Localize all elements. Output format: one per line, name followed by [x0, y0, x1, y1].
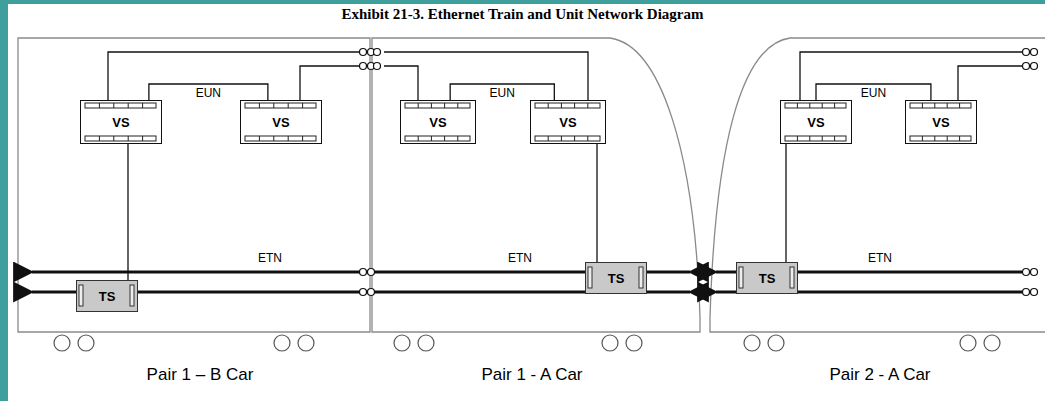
- uplink-wire: [127, 144, 128, 280]
- car-outline: [372, 38, 700, 332]
- vehicle-switch: VS: [240, 100, 322, 144]
- etn-bus: [32, 272, 1022, 292]
- switch-label: TS: [759, 272, 776, 285]
- uplink-wire: [596, 144, 597, 262]
- eun-link: [816, 84, 931, 100]
- vehicle-switch: VS: [530, 100, 606, 144]
- car-outline: [710, 38, 1045, 332]
- car-name: Pair 1 – B Car: [147, 366, 254, 385]
- switch-label: TS: [99, 290, 116, 303]
- uplink-wire: [785, 144, 786, 262]
- network-label: EUN: [194, 87, 223, 100]
- wheels: [54, 335, 1000, 351]
- train-switch: TS: [585, 262, 647, 294]
- network-label: ETN: [258, 252, 282, 265]
- network-label: ETN: [508, 252, 532, 265]
- eun-wires: [108, 52, 1022, 100]
- switch-label: TS: [608, 272, 625, 285]
- eun-link: [149, 84, 268, 100]
- network-label: EUN: [488, 87, 517, 100]
- vehicle-switch: VS: [400, 100, 476, 144]
- coupler-symbol: [360, 49, 1038, 296]
- frame-strip: [0, 0, 8, 401]
- network-label: EUN: [859, 87, 888, 100]
- car-name: Pair 2 - A Car: [829, 366, 930, 385]
- switch-label: VS: [807, 116, 824, 129]
- frame-strip: [0, 0, 1045, 4]
- switch-label: VS: [429, 116, 446, 129]
- train-switch: TS: [76, 280, 138, 312]
- eun-link: [450, 84, 554, 100]
- car-outline: [18, 38, 370, 332]
- car-name: Pair 1 - A Car: [481, 366, 582, 385]
- switch-label: VS: [932, 116, 949, 129]
- vehicle-switch: VS: [780, 100, 852, 144]
- train-switch: TS: [736, 262, 798, 294]
- vehicle-switch: VS: [80, 100, 162, 144]
- network-label: ETN: [868, 252, 892, 265]
- vehicle-switch: VS: [905, 100, 977, 144]
- exhibit-title: Exhibit 21-3. Ethernet Train and Unit Ne…: [0, 6, 1045, 23]
- switch-label: VS: [559, 116, 576, 129]
- switch-label: VS: [272, 116, 289, 129]
- switch-label: VS: [112, 116, 129, 129]
